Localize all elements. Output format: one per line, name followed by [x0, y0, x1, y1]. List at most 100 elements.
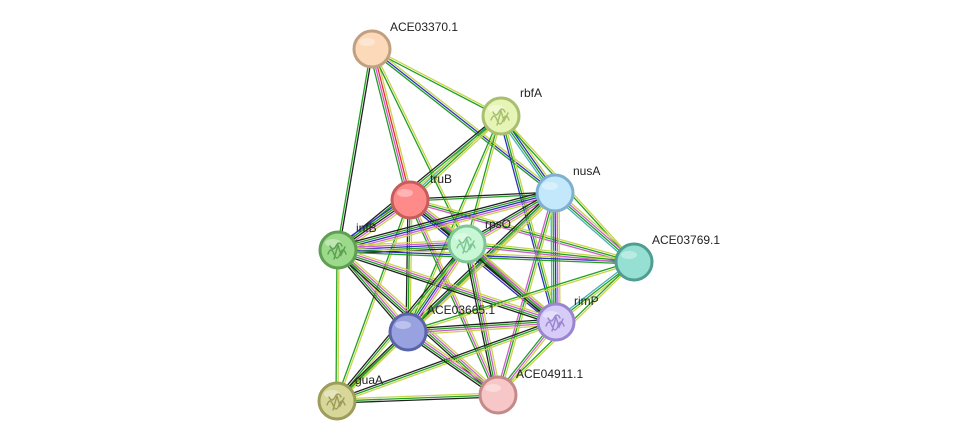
- edge-evidence-neighborhood: [335, 249, 338, 401]
- node-label: rpsO: [485, 217, 511, 231]
- edge-evidence-textmining: [337, 250, 340, 402]
- edge-ACE03769.1-ACE03665.1[interactable]: [407, 260, 635, 334]
- edge-evidence-textmining: [467, 116, 503, 245]
- node-ACE03370.1[interactable]: ACE03370.1: [352, 20, 458, 69]
- edge-rpsO-ACE03769.1[interactable]: [466, 241, 635, 265]
- node-circle[interactable]: [535, 173, 575, 213]
- edge-truB-ACE04911.1[interactable]: [407, 198, 501, 397]
- node-circle[interactable]: [614, 242, 654, 282]
- node-truB[interactable]: truB: [390, 172, 452, 220]
- edge-evidence-neighborhood: [337, 251, 634, 265]
- edge-infB-guaA[interactable]: [335, 249, 340, 402]
- edge-ACE03370.1-truB[interactable]: [368, 48, 414, 201]
- edge-evidence-coexpression: [405, 190, 554, 331]
- edge-rimP-ACE03665.1[interactable]: [407, 318, 557, 336]
- edge-evidence-neighborhood: [337, 190, 555, 249]
- node-highlight: [397, 189, 413, 197]
- edge-evidence-neighborhood: [465, 244, 498, 396]
- node-rpsO[interactable]: rpsO: [447, 217, 511, 264]
- edge-rbfA-rpsO[interactable]: [465, 115, 503, 245]
- node-circle[interactable]: [317, 381, 357, 421]
- node-label: infB: [356, 221, 377, 235]
- node-rimP[interactable]: rimP: [536, 294, 599, 342]
- edge-evidence-coexpression: [338, 49, 374, 251]
- edge-evidence-coexpression: [336, 252, 556, 326]
- edge-evidence-textmining: [374, 48, 414, 200]
- edge-evidence-coexpression: [409, 191, 555, 200]
- protein-structure-icon: [456, 236, 476, 254]
- edge-evidence-textmining: [408, 262, 635, 334]
- node-nusA[interactable]: nusA: [535, 164, 600, 213]
- edge-evidence-textmining: [338, 247, 635, 261]
- node-ACE04911.1[interactable]: ACE04911.1: [478, 367, 583, 415]
- node-layer: ACE03370.1 rbfA truB nusA infB rpsO ACE03769.1…: [317, 20, 720, 421]
- protein-structure-icon: [545, 314, 565, 332]
- edge-evidence-experiments: [337, 241, 467, 249]
- edge-evidence-textmining: [469, 243, 502, 395]
- edge-evidence-neighborhood: [336, 48, 372, 250]
- node-highlight: [395, 321, 411, 329]
- node-label: ACE03370.1: [390, 20, 458, 34]
- edge-evidence-neighborhood: [552, 193, 555, 323]
- node-label: ACE04911.1: [516, 367, 583, 381]
- edge-evidence-textmining: [372, 47, 502, 116]
- node-circle[interactable]: [447, 224, 487, 264]
- edge-truB-ACE03769.1[interactable]: [409, 197, 635, 265]
- node-infB[interactable]: infB: [318, 221, 377, 270]
- edge-evidence-textmining: [410, 116, 503, 202]
- node-circle[interactable]: [388, 312, 428, 352]
- node-circle[interactable]: [536, 302, 576, 342]
- edge-evidence-cooccurrence: [337, 192, 556, 251]
- edge-evidence-neighborhood: [466, 243, 635, 263]
- edge-rpsO-rimP[interactable]: [464, 241, 559, 325]
- edge-evidence-textmining: [468, 241, 559, 321]
- edge-guaA-ACE04911.1[interactable]: [336, 392, 499, 404]
- edge-evidence-experiments: [467, 243, 500, 395]
- node-guaA[interactable]: guaA: [317, 373, 383, 421]
- edge-evidence-experiments: [409, 201, 634, 265]
- edge-evidence-neighborhood: [407, 260, 634, 332]
- edge-evidence-textmining: [408, 324, 557, 336]
- edge-evidence-fusion: [372, 48, 412, 200]
- node-highlight: [359, 38, 375, 46]
- node-circle[interactable]: [478, 375, 518, 415]
- edge-infB-rimP[interactable]: [336, 246, 558, 326]
- edge-evidence-textmining: [372, 46, 557, 192]
- node-ACE03769.1[interactable]: ACE03769.1: [614, 233, 720, 282]
- edge-evidence-neighborhood: [465, 115, 501, 244]
- edge-ACE03370.1-nusA[interactable]: [370, 46, 557, 196]
- edge-evidence-textmining: [409, 194, 558, 335]
- edge-evidence-coexpression: [337, 396, 499, 404]
- edge-evidence-textmining: [411, 198, 501, 395]
- node-label: nusA: [573, 164, 600, 178]
- edge-ACE03370.1-rbfA[interactable]: [371, 47, 502, 118]
- edge-evidence-neighborhood: [407, 200, 497, 397]
- node-label: ACE03769.1: [652, 233, 720, 247]
- edge-evidence-neighborhood: [337, 250, 556, 324]
- edge-ACE03370.1-infB[interactable]: [336, 48, 374, 251]
- edge-evidence-neighborhood: [409, 199, 635, 263]
- protein-structure-icon: [490, 108, 510, 126]
- edge-evidence-neighborhood: [335, 199, 410, 401]
- node-ACE03665.1[interactable]: ACE03665.1: [388, 303, 495, 352]
- edge-evidence-neighborhood: [407, 320, 556, 332]
- node-rbfA[interactable]: rbfA: [481, 86, 542, 136]
- edge-evidence-cooccurrence: [554, 192, 557, 323]
- edge-evidence-coexpression: [336, 188, 555, 247]
- edge-evidence-neighborhood: [370, 49, 467, 245]
- edge-evidence-textmining: [337, 239, 467, 247]
- node-highlight: [621, 251, 637, 259]
- edge-evidence-neighborhood: [370, 50, 555, 196]
- node-circle[interactable]: [352, 29, 392, 69]
- node-circle[interactable]: [390, 180, 430, 220]
- edge-evidence-coexpression: [336, 113, 501, 249]
- edge-evidence-experiments: [338, 248, 557, 322]
- edge-rpsO-ACE04911.1[interactable]: [463, 243, 502, 396]
- edge-evidence-neighborhood: [409, 115, 502, 201]
- edge-evidence-experiments: [370, 49, 410, 201]
- node-circle[interactable]: [481, 96, 521, 136]
- edge-evidence-neighborhood: [371, 49, 501, 118]
- node-label: rimP: [574, 294, 599, 308]
- node-circle[interactable]: [318, 230, 358, 270]
